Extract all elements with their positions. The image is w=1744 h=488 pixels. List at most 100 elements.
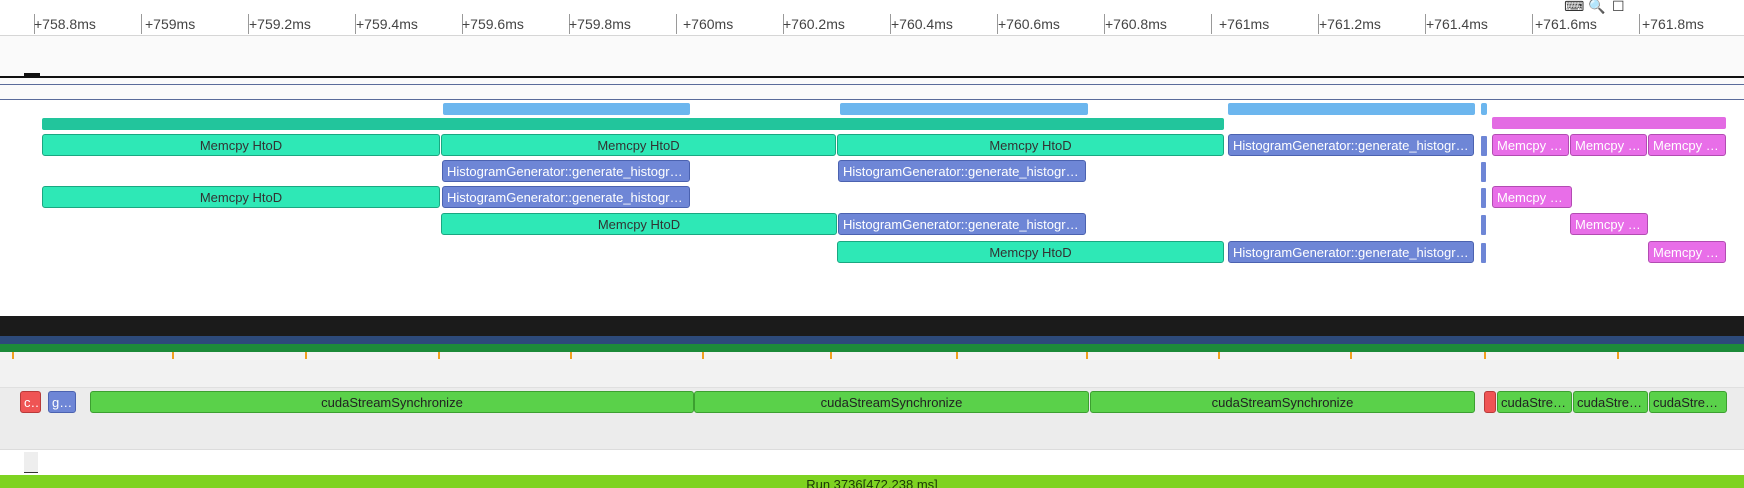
ruler-label: +761.4ms — [1426, 16, 1488, 32]
ruler-tick — [890, 14, 891, 34]
keyboard-icon[interactable]: ⌨ — [1564, 0, 1585, 14]
gpu-stream-row — [0, 292, 1744, 316]
ruler-label: +760ms — [683, 16, 734, 32]
marker-tick — [830, 352, 832, 359]
memcpy-htod-event[interactable]: Memcpy HtoD — [837, 241, 1224, 263]
memcpy-dtoh-event[interactable]: Memcpy D... — [1648, 134, 1726, 156]
kernel-event[interactable]: HistogramGenerator::generate_histogra... — [442, 160, 690, 182]
run-label: Run 3736[472.238 ms] — [806, 477, 938, 488]
ruler-label: +759.8ms — [569, 16, 631, 32]
time-ruler[interactable]: +758.8ms +759ms +759.2ms +759.4ms +759.6… — [0, 0, 1744, 36]
cuda-stream-synchronize[interactable]: cudaStreamSynchronize — [694, 391, 1089, 413]
kernel-event[interactable]: HistogramGenerator::generate_histogra... — [838, 213, 1086, 235]
ruler-tick — [1318, 14, 1319, 34]
section-separator — [0, 316, 1744, 336]
summary-bar-memcpy-dtoh[interactable] — [1492, 117, 1726, 129]
cuda-api-call[interactable]: ge... — [48, 391, 76, 413]
overview-line — [0, 76, 1744, 78]
marker-tick — [956, 352, 958, 359]
memcpy-dtoh-event[interactable]: Memcpy D... — [1570, 134, 1647, 156]
ruler-label: +759.6ms — [462, 16, 524, 32]
ruler-label: +761.6ms — [1535, 16, 1597, 32]
ruler-tick — [569, 14, 570, 34]
cuda-stream-synchronize[interactable]: cudaStreamSynchronize — [1090, 391, 1475, 413]
ruler-label: +760.4ms — [891, 16, 953, 32]
ruler-label: +760.8ms — [1105, 16, 1167, 32]
ruler-label: +759.4ms — [356, 16, 418, 32]
gpu-stream-row — [0, 266, 1744, 293]
cuda-stream-synchronize[interactable]: cudaStrea... — [1649, 391, 1727, 413]
ruler-tick — [1639, 14, 1640, 34]
summary-bar-memcpy[interactable] — [42, 118, 1224, 130]
ruler-label: +758.8ms — [34, 16, 96, 32]
marker-tick — [305, 352, 307, 359]
gpu-stream-row: Memcpy HtoD HistogramGenerator::generate… — [0, 238, 1744, 267]
cuda-stream-synchronize[interactable]: cudaStrea... — [1573, 391, 1648, 413]
gpu-stream-row: HistogramGenerator::generate_histogra...… — [0, 158, 1744, 185]
kernel-event[interactable] — [1481, 136, 1487, 156]
ruler-tick — [783, 14, 784, 34]
kernel-event[interactable]: HistogramGenerator::generate_histogra... — [442, 186, 690, 208]
memcpy-htod-event[interactable]: Memcpy HtoD — [441, 134, 836, 156]
ruler-tick — [1211, 14, 1212, 34]
thread-navigation-strip[interactable] — [0, 336, 1744, 344]
ruler-label: +761.8ms — [1642, 16, 1704, 32]
marker-tick — [1350, 352, 1352, 359]
kernel-event[interactable] — [1481, 162, 1486, 182]
gpu-stream-row: Memcpy HtoD HistogramGenerator::generate… — [0, 184, 1744, 211]
cpu-empty-row — [0, 450, 1744, 475]
ruler-label: +761ms — [1219, 16, 1270, 32]
marker-tick — [1218, 352, 1220, 359]
kernel-event[interactable]: HistogramGenerator::generate_histogra... — [838, 160, 1086, 182]
marker-tick — [1617, 352, 1619, 359]
ruler-tick — [355, 14, 356, 34]
ruler-tick — [141, 14, 142, 34]
kernel-event[interactable]: HistogramGenerator::generate_histogra... — [1228, 241, 1474, 263]
ruler-tick — [997, 14, 998, 34]
ruler-label: +760.2ms — [783, 16, 845, 32]
summary-bar-kernel[interactable] — [443, 103, 690, 115]
marker-tick — [702, 352, 704, 359]
gpu-summary-row — [0, 100, 1744, 133]
marker-ticks — [0, 352, 1744, 360]
ruler-label: +761.2ms — [1319, 16, 1381, 32]
row-marker — [24, 452, 38, 473]
memcpy-dtoh-event[interactable]: Memcpy D... — [1492, 134, 1569, 156]
toolbar-icons: ⌨ 🔍 ☐ — [1564, 0, 1684, 14]
gpu-stream-row: Memcpy HtoD HistogramGenerator::generate… — [0, 210, 1744, 239]
summary-bar-kernel[interactable] — [1481, 103, 1487, 115]
kernel-event[interactable] — [1481, 215, 1486, 235]
marker-tick — [12, 352, 14, 359]
run-bar[interactable]: Run 3736[472.238 ms] — [0, 475, 1744, 488]
overview-line — [0, 99, 1744, 100]
memcpy-dtoh-event[interactable]: Memcpy Dt... — [1492, 186, 1572, 208]
memcpy-dtoh-event[interactable]: Memcpy D... — [1570, 213, 1648, 235]
marker-tick — [570, 352, 572, 359]
checkbox-icon[interactable]: ☐ — [1612, 0, 1625, 14]
ruler-tick — [1425, 14, 1426, 34]
cuda-api-call[interactable] — [1484, 391, 1496, 413]
ruler-label: +760.6ms — [998, 16, 1060, 32]
summary-bar-kernel[interactable] — [1228, 103, 1475, 115]
cuda-api-call[interactable]: c... — [20, 391, 41, 413]
kernel-event[interactable] — [1481, 188, 1486, 208]
memcpy-htod-event[interactable]: Memcpy HtoD — [42, 134, 440, 156]
overview-line — [0, 84, 1744, 85]
overview-track — [0, 36, 1744, 100]
search-icon[interactable]: 🔍 — [1588, 0, 1606, 14]
cuda-stream-synchronize[interactable]: cudaStrea... — [1497, 391, 1572, 413]
gpu-stream-row: Memcpy HtoD Memcpy HtoD Memcpy HtoD Hist… — [0, 132, 1744, 159]
thread-activity-strip[interactable] — [0, 344, 1744, 352]
memcpy-htod-event[interactable]: Memcpy HtoD — [441, 213, 837, 235]
cuda-stream-synchronize[interactable]: cudaStreamSynchronize — [90, 391, 694, 413]
summary-bar-kernel[interactable] — [840, 103, 1088, 115]
kernel-event[interactable]: HistogramGenerator::generate_histogra... — [1228, 134, 1474, 156]
ruler-label: +759.2ms — [249, 16, 311, 32]
kernel-event[interactable] — [1481, 243, 1486, 263]
memcpy-htod-event[interactable]: Memcpy HtoD — [837, 134, 1224, 156]
ruler-label: +759ms — [145, 16, 196, 32]
memcpy-htod-event[interactable]: Memcpy HtoD — [42, 186, 440, 208]
memcpy-dtoh-event[interactable]: Memcpy D... — [1648, 241, 1726, 263]
cpu-thread-row — [0, 360, 1744, 388]
ruler-tick — [34, 14, 35, 34]
